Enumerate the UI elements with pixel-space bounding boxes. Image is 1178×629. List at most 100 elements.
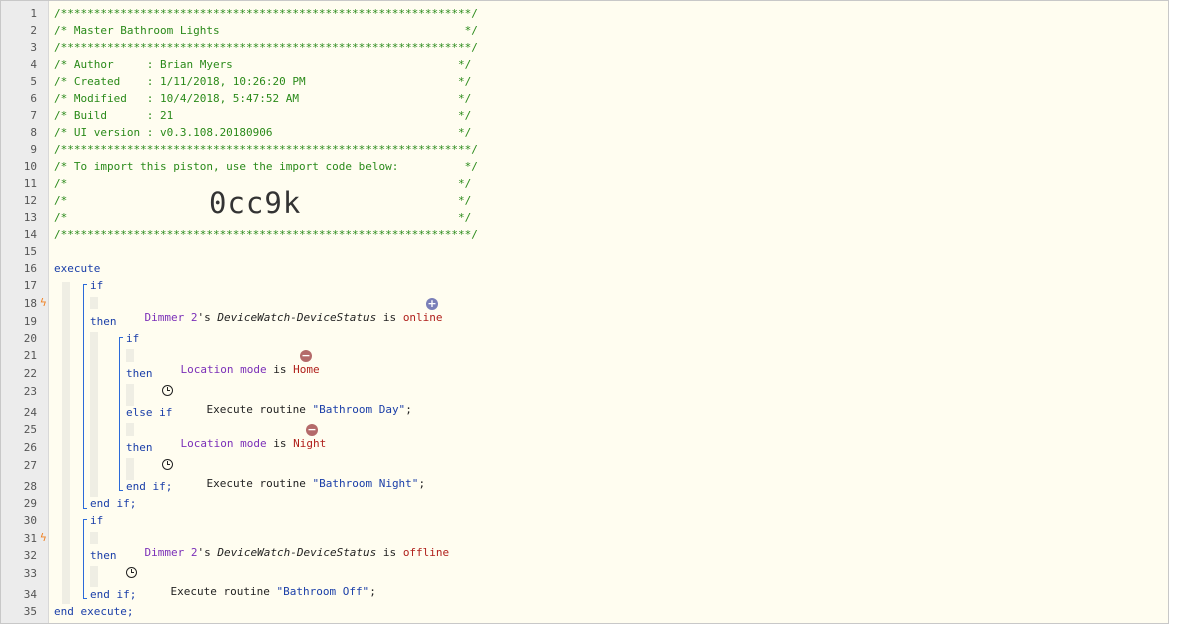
line-number: 24 xyxy=(23,406,37,419)
device-name[interactable]: Dimmer 2 xyxy=(144,311,198,324)
value-online[interactable]: online xyxy=(402,311,443,324)
line-number: 15 xyxy=(23,245,37,258)
end-if-keyword[interactable]: end if; xyxy=(126,480,173,493)
then-keyword[interactable]: then xyxy=(90,549,117,562)
routine-line[interactable]: Execute routine "Bathroom Day"; xyxy=(180,389,412,431)
condition-line[interactable]: Location mode is Night xyxy=(154,423,327,465)
routine-name[interactable]: "Bathroom Day" xyxy=(312,403,406,416)
value-home[interactable]: Home xyxy=(293,363,320,376)
line-number-gutter: 1 2 3 4 5 6 7 8 9 10 11 12 13 14 15 16 1… xyxy=(1,1,49,623)
condition-line[interactable]: Dimmer 2's DeviceWatch-DeviceStatus is o… xyxy=(118,532,450,574)
line-number: 8 xyxy=(30,126,37,139)
then-keyword[interactable]: then xyxy=(126,367,153,380)
operator: is xyxy=(266,363,294,376)
then-keyword[interactable]: then xyxy=(126,441,153,454)
line-number: 6 xyxy=(30,92,37,105)
block-rail xyxy=(90,297,98,309)
comment-created: /* Created : 1/11/2018, 10:26:20 PM */ xyxy=(54,75,472,88)
location-mode[interactable]: Location mode xyxy=(180,363,267,376)
else-if-keyword[interactable]: else if xyxy=(126,406,173,419)
line-number: 19 xyxy=(23,315,37,328)
line-number: 33 xyxy=(23,567,37,580)
line-number: 10 xyxy=(23,160,37,173)
line-number: 26 xyxy=(23,441,37,454)
possessive: 's xyxy=(197,546,218,559)
comment-build: /* Build : 21 */ xyxy=(54,109,472,122)
end-if-keyword[interactable]: end if; xyxy=(90,497,137,510)
possessive: 's xyxy=(197,311,218,324)
line-number: 9 xyxy=(30,143,37,156)
execute-keyword[interactable]: execute xyxy=(54,262,101,275)
block-rail xyxy=(126,423,134,436)
lightning-icon: ϟ xyxy=(40,531,47,544)
minus-icon[interactable]: − xyxy=(300,349,312,362)
line-number: 4 xyxy=(30,58,37,71)
comment-blank: /* */ xyxy=(54,211,472,224)
bracket-tick xyxy=(83,598,87,599)
bracket-tick xyxy=(119,490,123,491)
plus-icon[interactable]: + xyxy=(426,297,438,310)
operator: is xyxy=(376,311,403,324)
line-number: 3 xyxy=(30,41,37,54)
execute-routine-text: Execute routine xyxy=(170,585,277,598)
device-name[interactable]: Dimmer 2 xyxy=(144,546,198,559)
routine-name[interactable]: "Bathroom Off" xyxy=(276,585,370,598)
line-number: 23 xyxy=(23,385,37,398)
semicolon: ; xyxy=(418,477,426,490)
operator: is xyxy=(266,437,294,450)
if-keyword[interactable]: if xyxy=(90,514,104,527)
line-number: 7 xyxy=(30,109,37,122)
clock-icon xyxy=(162,385,173,396)
if-bracket xyxy=(83,284,84,509)
value-offline[interactable]: offline xyxy=(402,546,450,559)
block-rail xyxy=(62,282,70,604)
condition-line[interactable]: Location mode is Home xyxy=(154,349,320,391)
line-number: 13 xyxy=(23,211,37,224)
block-rail xyxy=(126,458,134,480)
if-keyword[interactable]: if xyxy=(126,332,140,345)
line-number: 22 xyxy=(23,367,37,380)
bracket-tick xyxy=(83,284,87,285)
value-night[interactable]: Night xyxy=(293,437,327,450)
if-keyword[interactable]: if xyxy=(90,279,104,292)
condition-line[interactable]: Dimmer 2's DeviceWatch-DeviceStatus is o… xyxy=(118,297,443,339)
comment-line: /***************************************… xyxy=(54,7,478,20)
line-number: 17 xyxy=(23,279,37,292)
routine-name[interactable]: "Bathroom Night" xyxy=(312,477,419,490)
clock-icon xyxy=(126,567,137,578)
routine-line[interactable]: Execute routine "Bathroom Night"; xyxy=(180,463,426,505)
comment-modified: /* Modified : 10/4/2018, 5:47:52 AM */ xyxy=(54,92,472,105)
comment-line: /***************************************… xyxy=(54,228,478,241)
clock-icon xyxy=(162,459,173,470)
end-if-keyword[interactable]: end if; xyxy=(90,588,137,601)
line-number: 5 xyxy=(30,75,37,88)
line-number: 20 xyxy=(23,332,37,345)
line-number: 16 xyxy=(23,262,37,275)
line-number: 28 xyxy=(23,480,37,493)
then-keyword[interactable]: then xyxy=(90,315,117,328)
block-rail xyxy=(90,332,98,497)
routine-line[interactable]: Execute routine "Bathroom Off"; xyxy=(144,571,376,613)
block-rail xyxy=(90,566,98,587)
line-number: 35 xyxy=(23,605,37,618)
line-number: 21 xyxy=(23,349,37,362)
attribute-name[interactable]: DeviceWatch-DeviceStatus xyxy=(217,311,377,324)
line-number: 12 xyxy=(23,194,37,207)
semicolon: ; xyxy=(405,403,412,416)
block-rail xyxy=(126,384,134,406)
import-code[interactable]: 0cc9k xyxy=(209,186,302,220)
minus-icon[interactable]: − xyxy=(306,423,318,436)
line-number: 18 xyxy=(23,297,37,310)
comment-author: /* Author : Brian Myers */ xyxy=(54,58,472,71)
execute-routine-text: Execute routine xyxy=(206,403,313,416)
comment-line: /***************************************… xyxy=(54,41,478,54)
end-execute-keyword[interactable]: end execute; xyxy=(54,605,134,618)
comment-ui-version: /* UI version : v0.3.108.20180906 */ xyxy=(54,126,472,139)
location-mode[interactable]: Location mode xyxy=(180,437,267,450)
line-number: 14 xyxy=(23,228,37,241)
semicolon: ; xyxy=(369,585,376,598)
comment-line: /***************************************… xyxy=(54,143,478,156)
if-bracket xyxy=(83,519,84,599)
attribute-name[interactable]: DeviceWatch-DeviceStatus xyxy=(217,546,377,559)
